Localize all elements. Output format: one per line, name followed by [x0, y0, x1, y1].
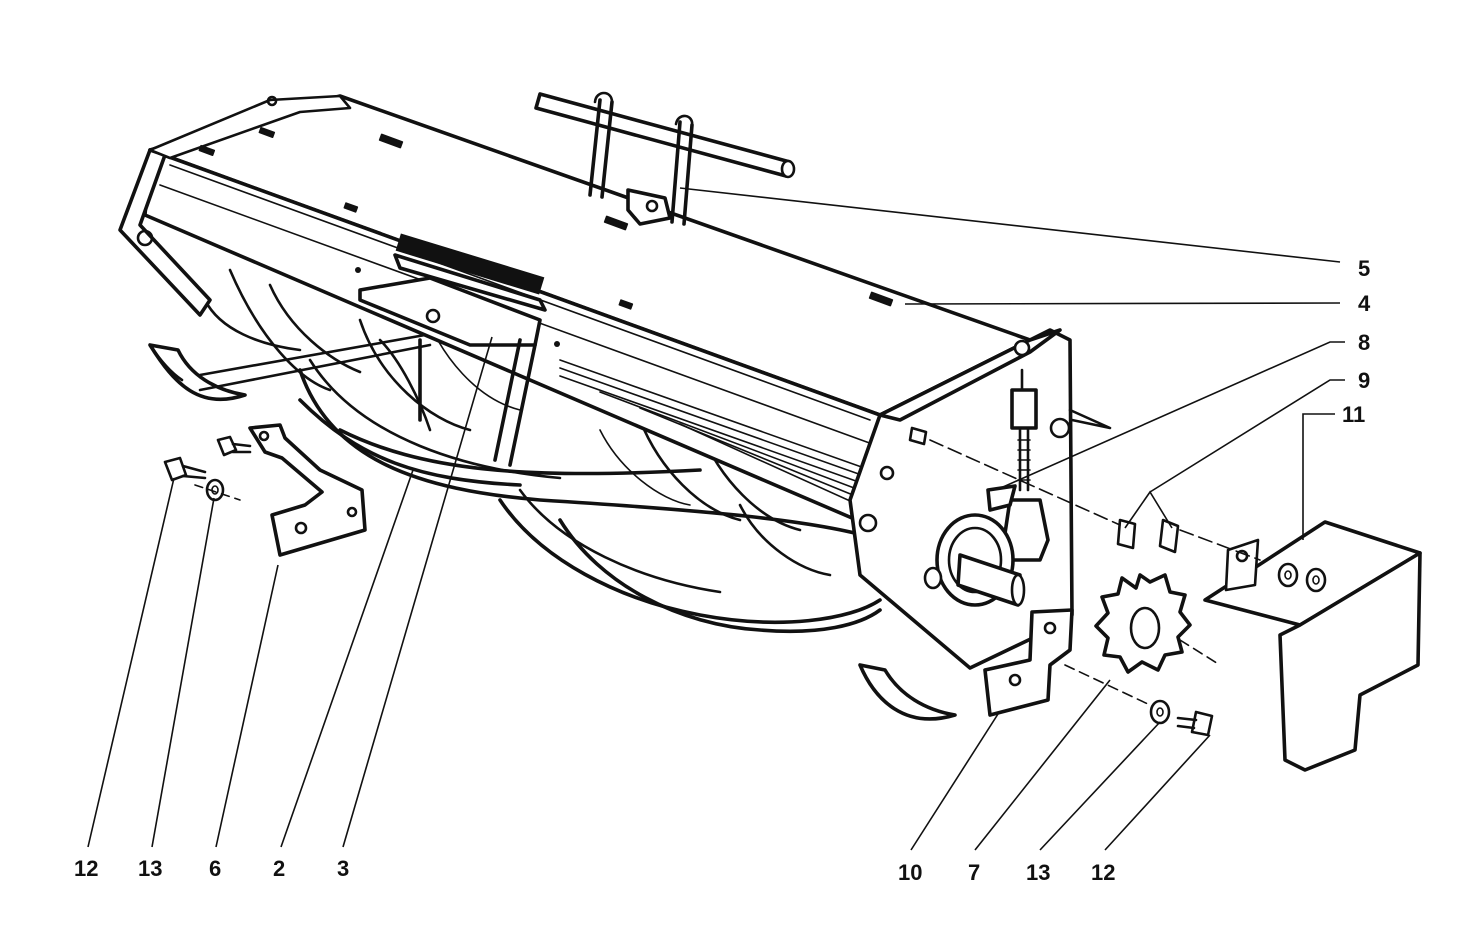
bracket-left — [248, 423, 367, 557]
callout-12-left: 12 — [74, 856, 98, 881]
callout-3: 3 — [337, 856, 349, 881]
callout-13-right: 13 — [1026, 860, 1050, 885]
callout-8: 8 — [1358, 330, 1370, 355]
keys — [908, 426, 1180, 554]
rotor-assembly — [118, 91, 1112, 721]
callout-labels: 5 4 8 9 11 12 13 6 2 3 10 7 13 12 — [74, 256, 1371, 885]
callout-12-right: 12 — [1091, 860, 1115, 885]
callout-6: 6 — [209, 856, 221, 881]
callout-13-left: 13 — [138, 856, 162, 881]
callout-4: 4 — [1358, 291, 1371, 316]
callout-5: 5 — [1358, 256, 1370, 281]
bolt-left — [163, 456, 207, 482]
right-side-plate — [848, 328, 1112, 670]
lift-handle — [534, 91, 796, 226]
bolt-left-upper — [216, 435, 252, 457]
callout-2: 2 — [273, 856, 285, 881]
center-lever — [198, 233, 702, 487]
bracket-right — [983, 608, 1074, 717]
callout-7: 7 — [968, 860, 980, 885]
callout-11: 11 — [1342, 402, 1365, 427]
alignment-lines — [194, 439, 1261, 706]
bolt-right — [1176, 710, 1214, 737]
sprocket — [1094, 573, 1192, 674]
leader-lines — [87, 187, 1345, 851]
washer-right — [1149, 699, 1171, 725]
callout-10: 10 — [898, 860, 922, 885]
washer-left — [205, 478, 225, 502]
callout-9: 9 — [1358, 368, 1370, 393]
chain-guard-cover — [1203, 520, 1422, 772]
